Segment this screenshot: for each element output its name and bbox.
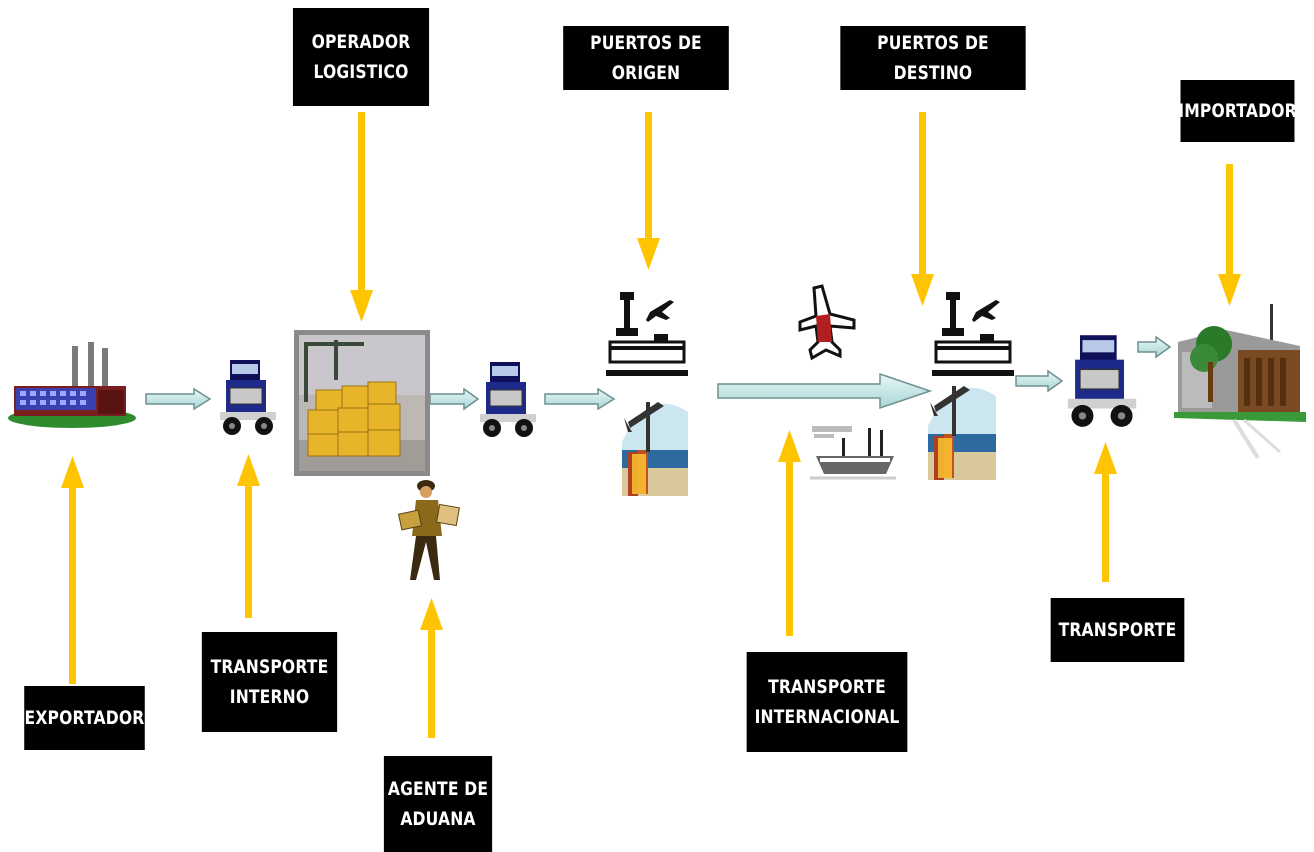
airplane-icon <box>798 284 856 361</box>
label-puertos-de-origen: PUERTOS DE ORIGEN <box>563 26 729 90</box>
label-transporte: TRANSPORTE <box>1050 598 1185 662</box>
truck-icon <box>220 360 276 435</box>
label-transporte-interno: TRANSPORTE INTERNO <box>201 632 338 732</box>
flow-arrow-6 <box>1137 335 1172 359</box>
flow-arrow-3 <box>544 387 616 411</box>
port-crane-icon <box>928 386 996 480</box>
customs-agent-icon <box>397 480 460 580</box>
arrow-importador-down <box>1218 164 1241 306</box>
warehouse-icon <box>1174 304 1306 460</box>
label-importador: IMPORTADOR <box>1178 80 1297 142</box>
arrow-transporte-internacional-up <box>778 430 801 636</box>
label-exportador: EXPORTADOR <box>24 686 145 750</box>
truck-icon <box>480 362 536 437</box>
arrow-transporte-up <box>1094 442 1117 582</box>
arrow-exportador-up <box>61 456 84 684</box>
label-transporte-internacional: TRANSPORTE INTERNACIONAL <box>746 652 908 752</box>
ship-icon <box>810 426 896 480</box>
flow-arrow-5 <box>1015 369 1064 393</box>
label-agente-de-aduana: AGENTE DE ADUANA <box>383 756 493 852</box>
arrow-operador-down <box>350 112 373 322</box>
label-puertos-de-destino: PUERTOS DE DESTINO <box>840 26 1026 90</box>
factory-icon <box>8 342 136 428</box>
truck-icon <box>1067 335 1137 427</box>
arrow-agente-aduana-up <box>420 598 443 738</box>
airport-icon <box>606 292 688 376</box>
arrow-puertos-origen-down <box>637 112 660 270</box>
airport-icon <box>932 292 1014 376</box>
container-yard-photo <box>294 330 430 476</box>
flow-arrow-international <box>717 372 933 410</box>
flow-arrow-1 <box>145 387 212 411</box>
arrow-transporte-interno-up <box>237 454 260 618</box>
port-crane-icon <box>622 402 688 496</box>
label-operador-logistico: OPERADOR LOGISTICO <box>292 8 430 106</box>
arrow-puertos-destino-down <box>911 112 934 306</box>
flow-arrow-2 <box>429 387 480 411</box>
